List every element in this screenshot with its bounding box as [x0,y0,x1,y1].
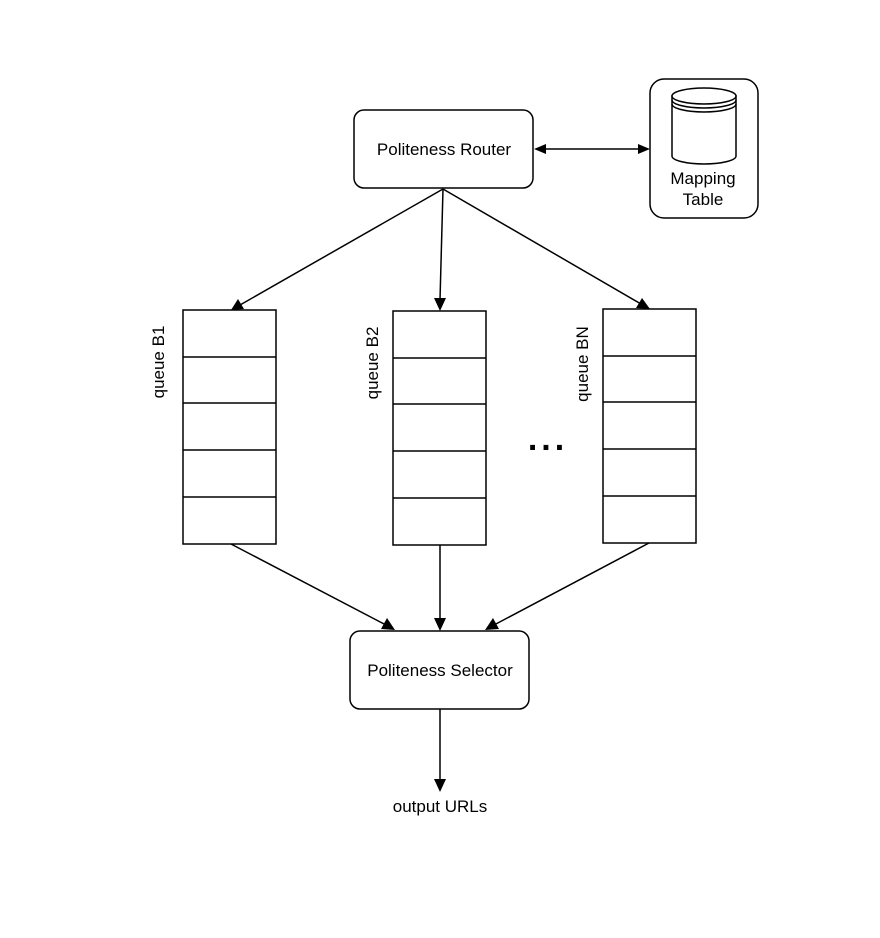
queue-b2-label: queue B2 [363,327,382,400]
queue-b2-body [392,310,487,546]
queue-bn-body [602,308,697,544]
router-to-queue-b2-arrow [434,188,446,311]
politeness-router-label: Politeness Router [377,140,512,159]
router-to-queue-bn-arrow [442,188,650,309]
mapping-table-label-line1: Mapping [670,169,735,188]
politeness-selector-node: Politeness Selector [349,630,530,710]
router-mapping-arrow [534,144,650,154]
queue-b1-to-selector-arrow [230,543,395,630]
politeness-router-node: Politeness Router [353,109,534,189]
mapping-table-node: Mapping Table [649,78,759,219]
queues-ellipsis: ... [528,420,568,458]
queue-b2: queue B2 [363,310,487,546]
database-icon [671,87,737,165]
queue-bn: queue BN [573,308,697,544]
mapping-table-label-line2: Table [683,190,724,209]
queue-bn-label: queue BN [573,326,592,402]
queue-b2-to-selector-arrow [434,545,446,631]
politeness-selector-label: Politeness Selector [367,661,513,680]
queue-bn-to-selector-arrow [485,542,650,630]
selector-to-output-arrow [434,709,446,792]
queue-b1-body [182,309,277,545]
politeness-router-box [353,109,534,189]
queue-b1-label: queue B1 [149,326,168,399]
router-to-queue-b1-arrow [231,188,444,310]
output-urls-label: output URLs [393,797,488,816]
queue-b1: queue B1 [149,309,277,545]
